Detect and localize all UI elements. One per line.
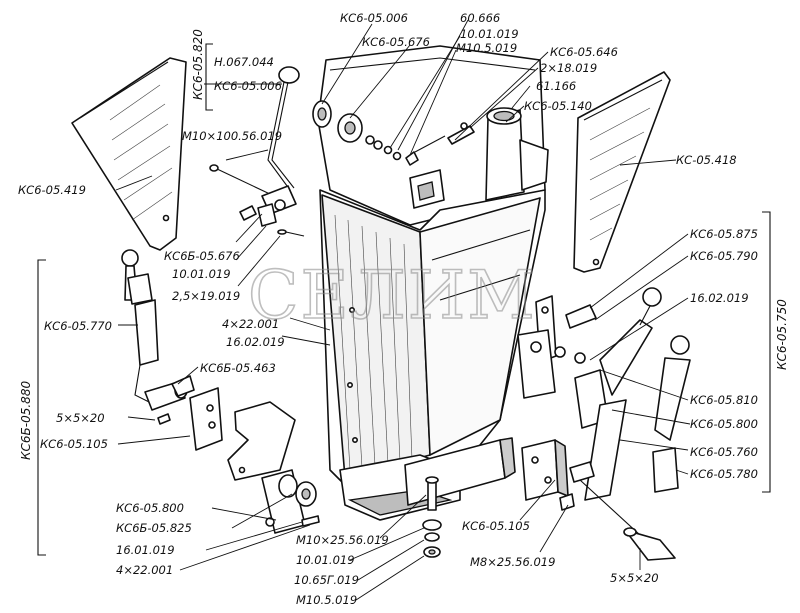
label-ks6-05-875: КС6-05.875 xyxy=(690,227,758,241)
group-label-ks6-05-820: КС6-05.820 xyxy=(191,29,205,100)
left-lever-group xyxy=(121,249,223,451)
right-mount-block xyxy=(521,439,575,511)
label-5x5x20-right: 5×5×20 xyxy=(610,571,659,585)
label-ks6-05-105-right: КС6-05.105 xyxy=(462,519,530,533)
label-16-02-019-right: 16.02.019 xyxy=(690,291,749,305)
label-ks6-05-790: КС6-05.790 xyxy=(690,249,758,263)
side-glass-panel-right xyxy=(573,71,671,273)
label-ks6-05-419: КС6-05.419 xyxy=(18,183,86,197)
label-ks6-05-646: КС6-05.646 xyxy=(550,45,618,59)
group-bracket-ks6-05-750: КС6-05.750 xyxy=(762,211,789,493)
label-61-166: 61.166 xyxy=(536,79,576,93)
label-ks6-05-006-top: КС6-05.006 xyxy=(340,11,408,25)
bottom-hardware-stack xyxy=(422,476,442,558)
label-2x18: 2×18.019 xyxy=(540,61,597,75)
label-16-02-019-left: 16.02.019 xyxy=(226,335,285,349)
group-label-ks6-05-750: КС6-05.750 xyxy=(775,299,789,370)
label-m8x25: М8×25.56.019 xyxy=(470,555,555,569)
label-ks-05-418: КС-05.418 xyxy=(676,153,737,167)
label-ks6b-05-463: КС6Б-05.463 xyxy=(200,361,276,375)
label-ks6b-05-676: КС6Б-05.676 xyxy=(164,249,240,263)
label-m10x25: М10×25.56.019 xyxy=(296,533,389,547)
label-m10x100: М10×100.56.019 xyxy=(182,129,282,143)
label-ks6-05-800-left: КС6-05.800 xyxy=(116,501,184,515)
label-10-65g: 10.65Г.019 xyxy=(294,573,359,587)
steering-tube xyxy=(485,107,549,201)
main-column-body xyxy=(319,189,546,521)
label-ks6-05-006-left: КС6-05.006 xyxy=(214,79,282,93)
label-ks6-05-770: КС6-05.770 xyxy=(44,319,112,333)
label-ks6-05-676: КС6-05.676 xyxy=(362,35,430,49)
gear-lever-assembly xyxy=(209,66,305,237)
side-glass-panel-left xyxy=(71,57,187,251)
label-ks6-05-780: КС6-05.780 xyxy=(690,467,758,481)
labels-top: КС6-05.006 КС6-05.676 60.666 10.01.019 М… xyxy=(340,11,618,113)
bottom-left-lever xyxy=(261,469,320,534)
labels-left: КС6-05.419 Н.067.044 КС6-05.006 М10×100.… xyxy=(18,55,285,577)
label-2-5x19: 2,5×19.019 xyxy=(172,289,240,303)
label-4x22-lower: 4×22.001 xyxy=(116,563,173,577)
top-hardware-stack xyxy=(312,100,475,209)
group-bracket-ks6-05-820: КС6-05.820 xyxy=(191,29,213,111)
group-label-ks6b-05-880: КС6Б-05.880 xyxy=(19,381,33,460)
group-bracket-ks6b-05-880: КС6Б-05.880 xyxy=(19,259,46,556)
label-ks6-05-140: КС6-05.140 xyxy=(524,99,592,113)
label-4x22-upper: 4×22.001 xyxy=(222,317,279,331)
label-10-01-019-top: 10.01.019 xyxy=(460,27,519,41)
label-ks6-05-800-right: КС6-05.800 xyxy=(690,417,758,431)
labels-bottom: М10×25.56.019 10.01.019 10.65Г.019 М10.5… xyxy=(294,533,389,607)
label-h-067-044: Н.067.044 xyxy=(214,55,274,69)
lower-left-bracket xyxy=(227,401,296,481)
label-5x5x20-left: 5×5×20 xyxy=(56,411,105,425)
label-10-01-019-bottom: 10.01.019 xyxy=(296,553,355,567)
label-ks6-05-810: КС6-05.810 xyxy=(690,393,758,407)
label-ks6-05-760: КС6-05.760 xyxy=(690,445,758,459)
labels-right: КС-05.418 КС6-05.875 КС6-05.790 16.02.01… xyxy=(462,153,758,585)
label-ks6-05-105-left: КС6-05.105 xyxy=(40,437,108,451)
label-ks6b-05-825: КС6Б-05.825 xyxy=(116,521,192,535)
label-m10-5-019-bottom: М10.5.019 xyxy=(296,593,357,607)
leader-lines xyxy=(115,19,691,601)
label-m10-5-019-top: М10.5.019 xyxy=(456,41,517,55)
label-16-01-019: 16.01.019 xyxy=(116,543,175,557)
label-10-01-019-left: 10.01.019 xyxy=(172,267,231,281)
label-60-666: 60.666 xyxy=(460,11,500,25)
right-link-arms xyxy=(517,287,691,561)
watermark-text: СЕЛИМ xyxy=(248,257,537,334)
